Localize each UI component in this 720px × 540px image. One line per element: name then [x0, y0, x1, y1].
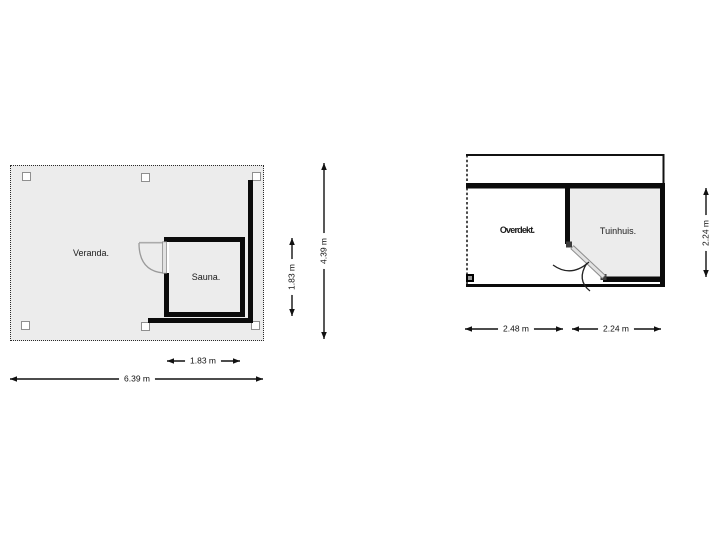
post-marker [252, 172, 261, 181]
dimension-label-veranda-width: 6.39 m [119, 372, 155, 386]
veranda-room-label: Veranda. [72, 248, 110, 258]
wall-bottom-horizontal [148, 318, 253, 323]
tuinhuis-door-swing-arc-right [581, 262, 591, 292]
tuinhuis-door-panel [571, 246, 605, 278]
tuinhuis-room-label: Tuinhuis. [599, 226, 637, 236]
post-marker [251, 321, 260, 330]
dimension-label-tuinhuis-height: 2.24 m [699, 215, 713, 251]
wall-right-vertical [248, 180, 253, 323]
post-marker-dark [466, 274, 474, 282]
divider-wall [565, 188, 570, 244]
post-marker [141, 322, 150, 331]
wall-right [660, 183, 665, 287]
wall-end-cap [566, 241, 572, 248]
sauna-floor [169, 242, 240, 312]
tuinhuis-wall-bottom [603, 276, 665, 282]
tuinhuis-floor [570, 188, 660, 277]
tuinhuis-walls [466, 183, 665, 287]
sauna-door-panel [162, 241, 167, 274]
post-marker [21, 321, 30, 330]
dimension-label-veranda-height: 4.39 m [317, 233, 331, 269]
overdekt-room-label: Overdekt. [499, 225, 535, 235]
dimension-label-sauna-height: 1.83 m [285, 259, 299, 295]
dimension-label-sauna-width: 1.83 m [185, 354, 221, 368]
roof-outline [466, 154, 665, 183]
dimension-label-tuinhuis-width: 2.24 m [598, 322, 634, 336]
floor-edge-bottom [466, 284, 665, 287]
post-marker [22, 172, 31, 181]
dimension-arrowheads [10, 163, 709, 382]
dimension-label-overdekt-width: 2.48 m [498, 322, 534, 336]
sauna-door-swing-arc [138, 242, 164, 274]
wall-top [466, 183, 665, 189]
post-marker [141, 173, 150, 182]
sauna-room-label: Sauna. [191, 272, 221, 282]
